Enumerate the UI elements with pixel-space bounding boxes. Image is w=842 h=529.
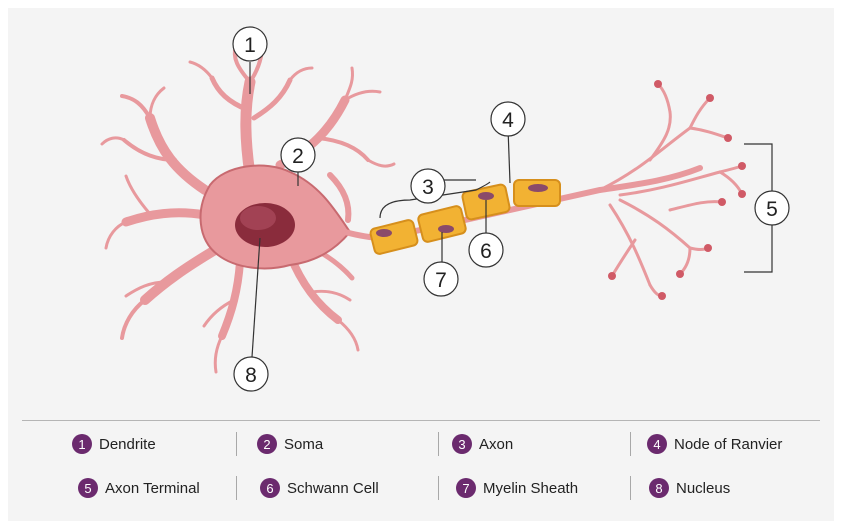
legend-number-badge: 6 bbox=[260, 478, 280, 498]
legend-number-badge: 5 bbox=[78, 478, 98, 498]
legend-item-axon: 3 Axon bbox=[452, 432, 513, 456]
legend-label: Node of Ranvier bbox=[674, 436, 782, 453]
svg-text:6: 6 bbox=[480, 240, 492, 263]
legend-label: Nucleus bbox=[676, 480, 730, 497]
legend-separator bbox=[630, 476, 631, 500]
terminal-buttons bbox=[608, 80, 746, 300]
callout-1: 1 bbox=[233, 27, 267, 61]
callout-6: 6 bbox=[469, 233, 503, 267]
legend-separator bbox=[236, 432, 237, 456]
legend-separator bbox=[438, 432, 439, 456]
svg-text:4: 4 bbox=[502, 109, 514, 132]
legend-separator bbox=[438, 476, 439, 500]
callout-3: 3 bbox=[411, 169, 445, 203]
legend-number-badge: 1 bbox=[72, 434, 92, 454]
callout-4: 4 bbox=[491, 102, 525, 136]
legend-divider bbox=[22, 420, 820, 421]
legend-item-dendrite: 1 Dendrite bbox=[72, 432, 156, 456]
callout-8: 8 bbox=[234, 357, 268, 391]
legend-label: Myelin Sheath bbox=[483, 480, 578, 497]
svg-text:1: 1 bbox=[244, 34, 256, 57]
callout-7: 7 bbox=[424, 262, 458, 296]
svg-text:7: 7 bbox=[435, 269, 447, 292]
legend-item-axon-terminal: 5 Axon Terminal bbox=[78, 476, 200, 500]
legend-label: Schwann Cell bbox=[287, 480, 379, 497]
callout-2: 2 bbox=[281, 138, 315, 172]
legend-label: Axon bbox=[479, 436, 513, 453]
legend-item-node-of-ranvier: 4 Node of Ranvier bbox=[647, 432, 782, 456]
legend-item-schwann-cell: 6 Schwann Cell bbox=[260, 476, 379, 500]
legend-item-myelin-sheath: 7 Myelin Sheath bbox=[456, 476, 578, 500]
nucleus-highlight bbox=[240, 206, 276, 230]
svg-text:8: 8 bbox=[245, 364, 257, 387]
legend-number-badge: 7 bbox=[456, 478, 476, 498]
neuron-diagram: 1 2 3 4 5 6 7 8 bbox=[0, 0, 842, 410]
legend-number-badge: 2 bbox=[257, 434, 277, 454]
callout-5: 5 bbox=[755, 191, 789, 225]
legend-number-badge: 8 bbox=[649, 478, 669, 498]
svg-text:2: 2 bbox=[292, 145, 304, 168]
legend-separator bbox=[236, 476, 237, 500]
legend-item-nucleus: 8 Nucleus bbox=[649, 476, 730, 500]
axon-terminal-branches bbox=[600, 84, 742, 296]
legend-label: Soma bbox=[284, 436, 323, 453]
legend-item-soma: 2 Soma bbox=[257, 432, 323, 456]
legend-number-badge: 4 bbox=[647, 434, 667, 454]
svg-text:5: 5 bbox=[766, 198, 778, 221]
legend-label: Axon Terminal bbox=[105, 480, 200, 497]
svg-text:3: 3 bbox=[422, 176, 434, 199]
legend-label: Dendrite bbox=[99, 436, 156, 453]
legend-number-badge: 3 bbox=[452, 434, 472, 454]
legend-separator bbox=[630, 432, 631, 456]
